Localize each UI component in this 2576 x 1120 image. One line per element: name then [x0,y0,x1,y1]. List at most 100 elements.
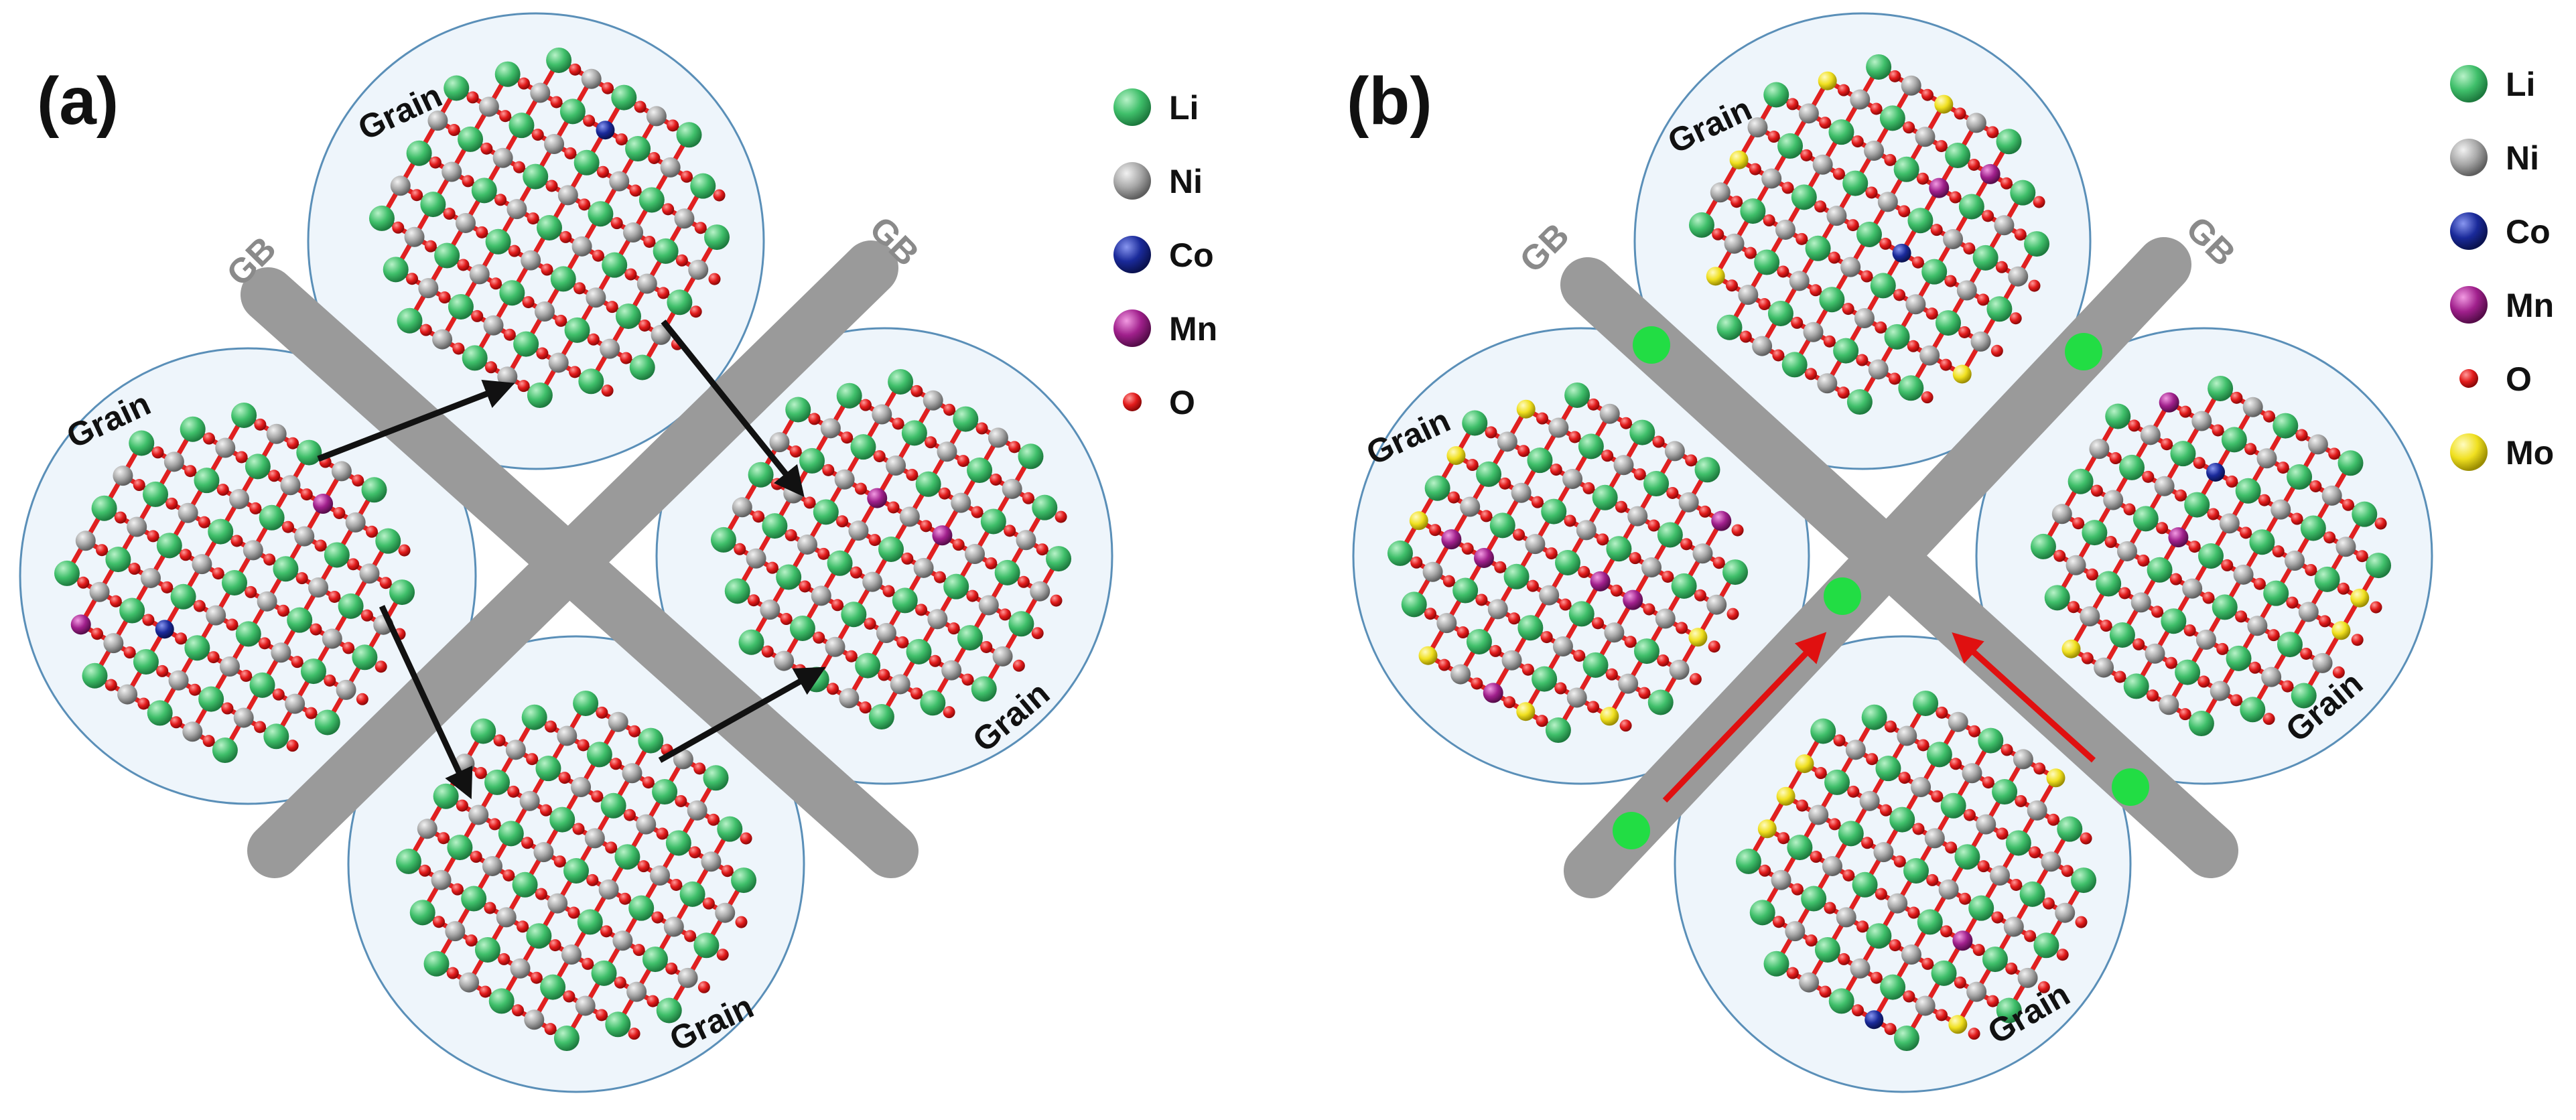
atom-sphere-icon [611,84,637,111]
atom-sphere-icon [1893,156,1919,182]
atom-sphere-icon [1931,960,1957,986]
atom-sphere-icon [245,585,257,598]
atom-sphere-icon [1647,689,1674,715]
atom-sphere-icon [978,595,999,616]
atom-sphere-icon [215,437,236,458]
atom-sphere-icon [1948,1015,1968,1034]
gb-li-marker [1824,577,1861,615]
atom-sphere-icon [1550,464,1562,476]
atom-sphere-icon [2183,624,2196,637]
atom-sphere-icon [1429,524,1442,537]
atom-sphere-icon [1889,939,1901,952]
atom-sphere-icon [1772,349,1785,362]
gb-li-marker [2112,768,2149,806]
atom-sphere-icon [527,382,553,409]
atom-sphere-icon [873,450,886,463]
atom-sphere-icon [1680,538,1693,551]
atom-sphere-icon [1866,54,1892,80]
atom-sphere-icon [127,516,147,537]
atom-sphere-icon [766,561,778,574]
atom-sphere-icon [1982,947,2008,973]
atom-sphere-icon [2028,279,2041,292]
atom-sphere-icon [1828,251,1840,264]
atom-sphere-icon [890,674,910,695]
atom-sphere-icon [359,563,380,584]
atom-sphere-icon [459,972,480,993]
atom-sphere-icon [675,254,688,267]
atom-sphere-icon [1511,482,1532,503]
atom-sphere-icon [285,693,306,714]
atom-sphere-icon [1958,194,1984,220]
atom-sphere-icon [2044,585,2070,611]
atom-sphere-icon [1936,706,1948,719]
atom-sphere-icon [862,571,883,592]
atom-sphere-icon [985,557,998,569]
atom-sphere-icon [499,280,525,306]
atom-sphere-icon [1898,375,1924,401]
atom-sphere-icon [1487,599,1508,620]
atom-sphere-icon [2240,527,2252,539]
atom-sphere-icon [1540,631,1553,644]
legend-swatch-icon [2450,139,2488,176]
atom-sphere-icon [638,319,651,332]
atom-sphere-icon [2037,981,2050,993]
atom-sphere-icon [133,479,145,492]
atom-sphere-icon [1600,707,1619,726]
atom-sphere-icon [308,577,329,598]
atom-sphere-icon [2010,180,2036,206]
atom-sphere-icon [2003,916,2024,937]
atom-sphere-icon [446,967,459,979]
atom-sphere-icon [1531,496,1544,508]
atom-sphere-icon [638,187,665,213]
atom-sphere-icon [1935,140,1948,153]
atom-sphere-icon [550,96,563,109]
atom-sphere-icon [456,799,468,812]
atom-sphere-icon [2307,434,2328,455]
atom-sphere-icon [732,497,752,518]
atom-sphere-icon [868,534,881,547]
atom-sphere-icon [361,477,387,503]
atom-sphere-icon [235,451,248,464]
atom-sphere-icon [1480,510,1493,522]
atom-sphere-icon [578,368,604,395]
atom-sphere-icon [1819,117,1832,129]
atom-sphere-icon [803,496,816,509]
atom-sphere-icon [2235,478,2261,504]
atom-sphere-icon [2193,457,2206,470]
atom-sphere-icon [534,301,555,322]
atom-sphere-icon [1712,228,1724,240]
atom-sphere-icon [724,578,750,604]
atom-sphere-icon [2300,515,2326,541]
atom-sphere-icon [629,354,655,380]
diffusion-arrow-icon [317,379,515,462]
atom-sphere-icon [379,577,392,589]
atom-sphere-icon [708,273,721,285]
atom-sphere-icon [1934,94,1954,114]
atom-sphere-icon [268,470,281,482]
atom-sphere-icon [1688,212,1714,238]
atom-sphere-icon [1466,628,1492,654]
atom-sphere-icon [622,763,642,784]
atom-sphere-icon [642,776,655,789]
atom-sphere-icon [1800,149,1813,161]
atom-sphere-icon [2005,830,2031,856]
atom-sphere-icon [505,740,526,760]
atom-sphere-icon [77,576,90,589]
atom-sphere-icon [1564,514,1576,527]
atom-sphere-icon [933,571,946,583]
atom-sphere-icon [675,794,687,807]
atom-sphere-icon [521,837,534,849]
atom-sphere-icon [937,441,957,462]
atom-sphere-icon [628,725,641,738]
atom-sphere-icon [1921,391,1934,404]
atom-sphere-icon [168,670,189,691]
atom-sphere-icon [555,314,567,327]
atom-sphere-icon [356,693,368,705]
legend-label: Mo [2506,434,2554,472]
atom-sphere-icon [1017,575,1030,588]
atom-sphere-icon [2010,878,2023,891]
atom-sphere-icon [572,823,585,835]
atom-sphere-icon [2226,475,2238,488]
atom-sphere-icon [913,557,934,578]
atom-sphere-icon [999,608,1012,621]
